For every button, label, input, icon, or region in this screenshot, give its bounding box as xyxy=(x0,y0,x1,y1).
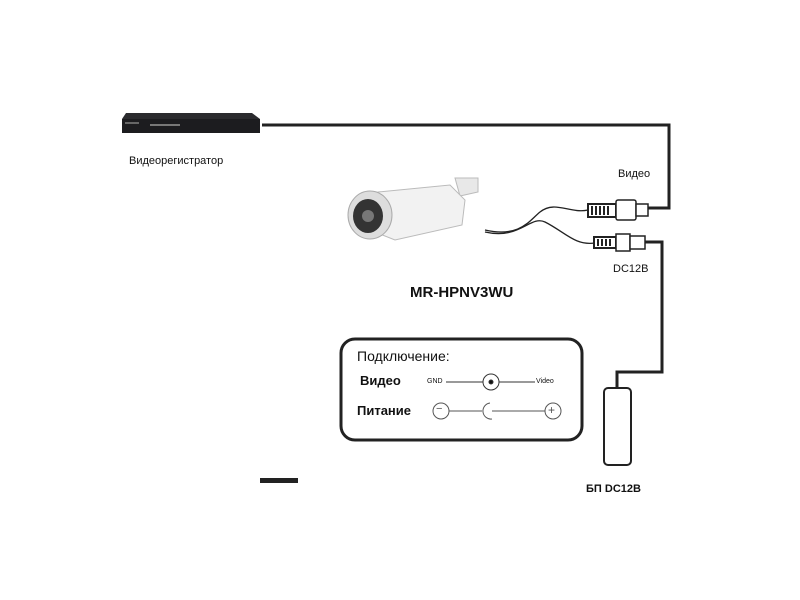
legend-power-row: Питание xyxy=(357,403,412,418)
dvr-recorder-image xyxy=(122,113,260,133)
power-cable xyxy=(615,240,664,388)
dc-connector xyxy=(593,233,646,252)
plus-icon: + xyxy=(548,403,556,417)
video-pin-diagram xyxy=(446,373,535,391)
video-pin-label: Video xyxy=(536,378,554,385)
camera-image xyxy=(347,177,479,241)
legend-video-row: Видео xyxy=(360,373,401,388)
video-cable xyxy=(262,123,671,210)
recorder-label: Видеорегистратор xyxy=(129,155,224,167)
psu-label: БП DC12B xyxy=(586,483,641,495)
video-connector xyxy=(587,199,649,221)
power-supply xyxy=(603,387,632,466)
power-pin-diagram xyxy=(432,402,562,420)
gnd-label: GND xyxy=(427,378,443,385)
camera-model: MR-HPNV3WU xyxy=(410,284,514,301)
legend-title: Подключение: xyxy=(357,348,450,364)
minus-icon: − xyxy=(436,403,443,415)
legend-box xyxy=(339,337,584,442)
black-bar xyxy=(260,478,298,483)
camera-pigtail xyxy=(484,206,596,245)
dc-label: DC12B xyxy=(613,263,649,275)
video-label: Видео xyxy=(618,168,651,180)
